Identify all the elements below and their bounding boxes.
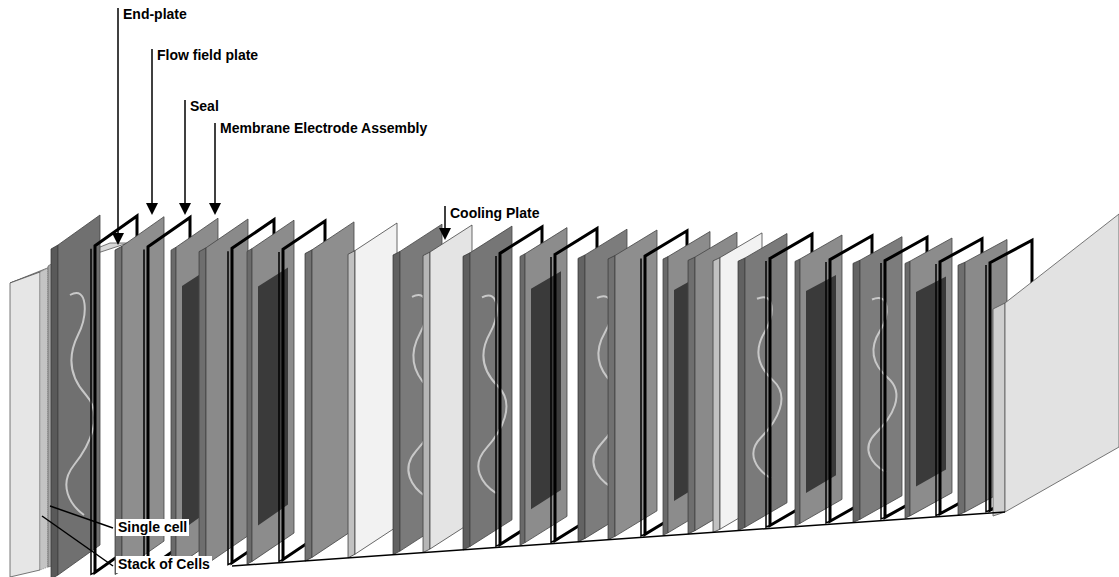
end-plate-edge <box>993 303 1005 516</box>
membrane-electrode-assembly <box>520 228 567 546</box>
flow-field-plate <box>738 234 787 531</box>
arrowheads <box>112 203 451 245</box>
flow-field-plate <box>305 222 354 561</box>
part-label: Stack of Cells <box>116 556 212 573</box>
part-label: End-plate <box>121 6 189 23</box>
end-plate-edge <box>40 268 48 570</box>
cooling-plate <box>348 223 397 558</box>
flow-field-plate <box>51 215 100 577</box>
part-label: Single cell <box>116 519 189 536</box>
membrane-electrode-assembly <box>795 235 842 526</box>
part-label: Cooling Plate <box>448 205 541 222</box>
leader-lines <box>42 8 1005 566</box>
flow-field-plate <box>853 237 902 523</box>
membrane-electrode-assembly <box>247 220 294 564</box>
part-label: Membrane Electrode Assembly <box>218 120 429 137</box>
end-plate <box>1005 214 1119 512</box>
flow-field-plate <box>463 226 512 550</box>
flow-field-plate <box>958 240 1007 516</box>
part-label: Seal <box>188 98 221 115</box>
part-label: Flow field plate <box>155 47 260 64</box>
membrane-electrode-assembly <box>905 238 952 518</box>
end-plate <box>10 272 40 577</box>
flow-field-plate <box>608 230 657 540</box>
flow-field-plate <box>199 219 248 568</box>
